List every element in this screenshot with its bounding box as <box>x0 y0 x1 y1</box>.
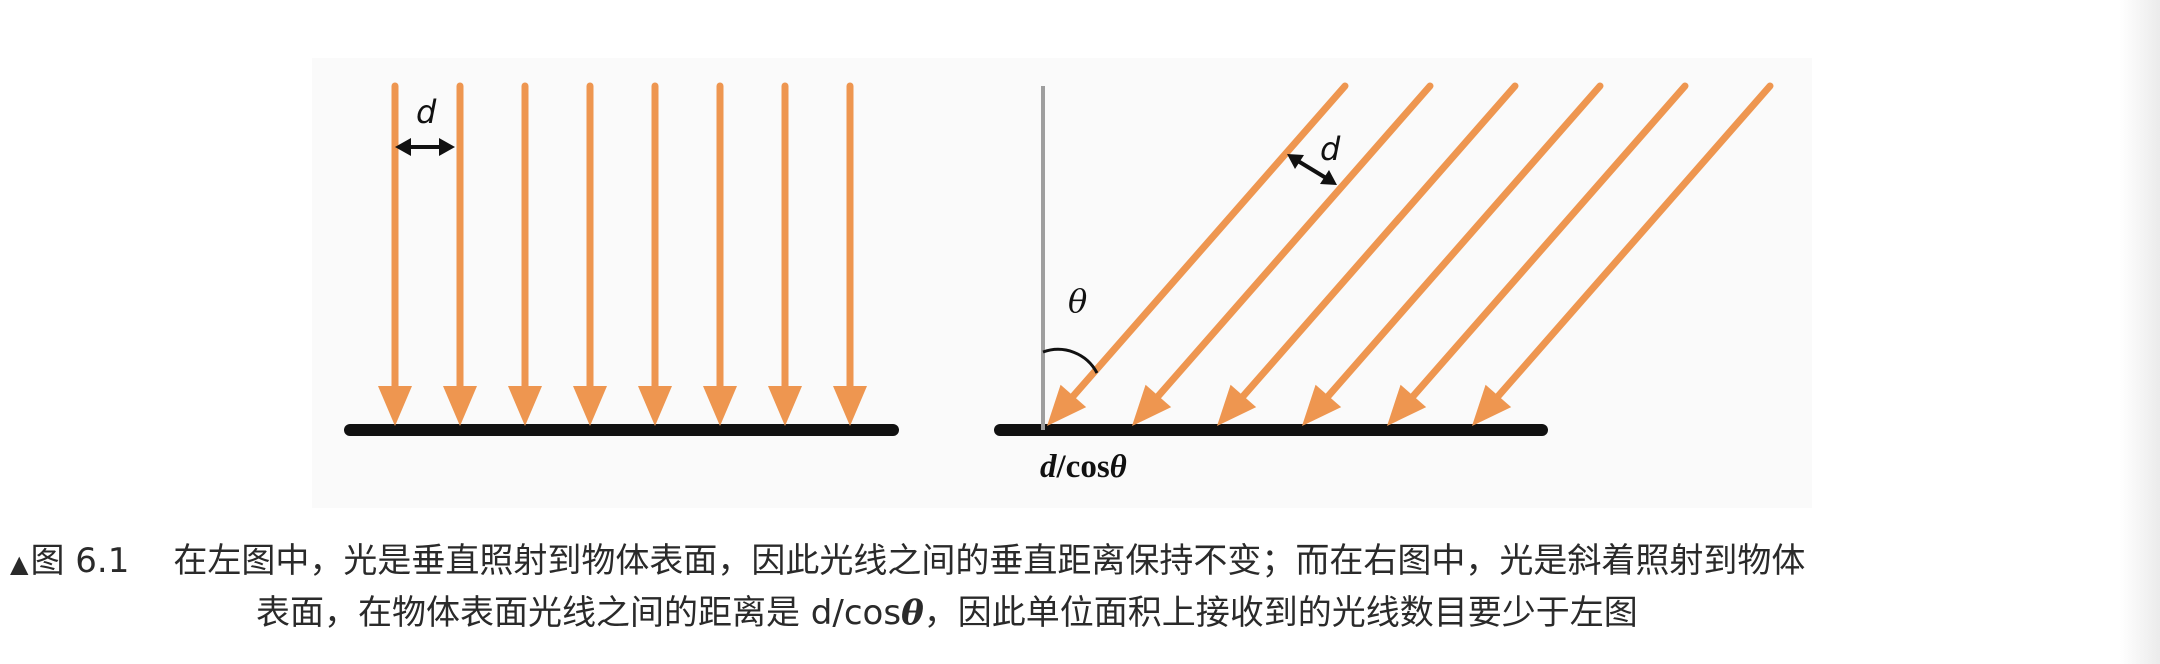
left-rays <box>378 82 867 426</box>
caption-text-2a: 表面，在物体表面光线之间的距离是 d/cos <box>256 593 902 633</box>
caption-marker-icon: ▲ <box>10 550 29 578</box>
caption-figure-number: 图 6.1 <box>30 541 130 581</box>
right-ray-6 <box>1472 82 1774 426</box>
angle-label: θ <box>1068 282 1087 320</box>
right-rays <box>1047 82 1774 426</box>
left-ray-2 <box>443 82 477 426</box>
left-ray-1 <box>378 82 412 426</box>
right-ray-5 <box>1387 82 1689 426</box>
left-ray-3 <box>508 82 542 426</box>
right-ray-1 <box>1047 82 1349 426</box>
left-panel: d <box>344 82 899 436</box>
right-ray-3 <box>1217 82 1519 426</box>
right-spacing-label: d <box>1320 130 1341 168</box>
light-incidence-diagram: d d θ d/cosθ <box>344 82 1774 485</box>
left-spacing-indicator <box>395 138 455 156</box>
right-ray-2 <box>1132 82 1434 426</box>
left-ray-8 <box>833 82 867 426</box>
caption-line-2: 表面，在物体表面光线之间的距离是 d/cosθ，因此单位面积上接收到的光线数目要… <box>256 588 1638 638</box>
caption-line-1: ▲图 6.1 在左图中，光是垂直照射到物体表面，因此光线之间的垂直距离保持不变；而… <box>10 536 1805 589</box>
page-edge-shadow <box>2120 0 2160 664</box>
angle-arc <box>1042 347 1099 374</box>
left-ray-5 <box>638 82 672 426</box>
left-ray-7 <box>768 82 802 426</box>
surface-spacing-label: d/cosθ <box>1040 449 1127 485</box>
caption-text-2b: ，因此单位面积上接收到的光线数目要少于左图 <box>923 593 1638 633</box>
left-ray-6 <box>703 82 737 426</box>
right-ray-4 <box>1302 82 1604 426</box>
right-panel: d θ d/cosθ <box>994 82 1774 485</box>
right-spacing-indicator <box>1287 154 1337 185</box>
caption-theta: θ <box>901 593 924 633</box>
left-ray-4 <box>573 82 607 426</box>
left-spacing-label: d <box>416 93 437 131</box>
caption-text-1: 在左图中，光是垂直照射到物体表面，因此光线之间的垂直距离保持不变；而在右图中，光… <box>173 541 1806 581</box>
